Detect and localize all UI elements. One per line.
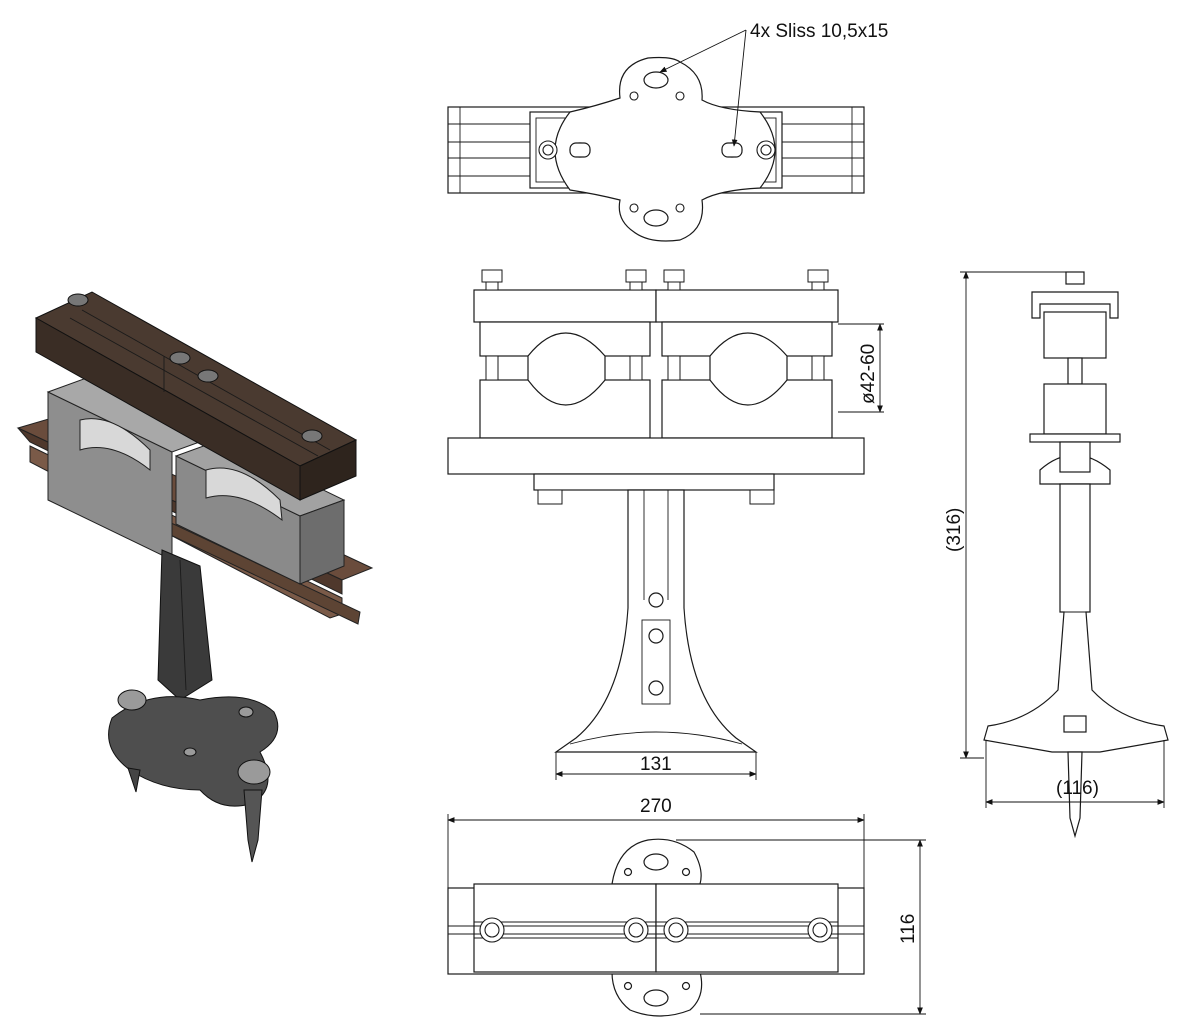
clamp-range-dimension: ø42-60 bbox=[858, 344, 879, 404]
slot-icon bbox=[643, 989, 669, 1007]
slot-icon bbox=[643, 853, 669, 871]
base-bolt-icon bbox=[117, 689, 271, 785]
bolt-icon bbox=[538, 91, 776, 213]
bolt-icon bbox=[67, 293, 323, 443]
side-post bbox=[983, 483, 1169, 753]
top-cover-side bbox=[299, 439, 357, 501]
front-view: 131 ø42-60 bbox=[447, 269, 884, 780]
clamp-side-right bbox=[299, 499, 345, 585]
clamp-bore bbox=[527, 332, 606, 406]
clamp-saddle-left bbox=[79, 418, 151, 472]
total-length-dimension: 270 bbox=[640, 796, 672, 817]
bolt-icon bbox=[537, 489, 775, 505]
total-height-dimension: (316) bbox=[944, 508, 965, 552]
ground-spike bbox=[243, 789, 263, 863]
post bbox=[157, 549, 213, 701]
side-view: (316) (116) bbox=[944, 271, 1169, 839]
post bbox=[554, 489, 758, 753]
side-width-dimension: (116) bbox=[1056, 778, 1099, 799]
slot-annotation: 4x Sliss 10,5x15 bbox=[750, 21, 888, 42]
clamp-saddle-right bbox=[205, 467, 283, 522]
plan-width-dimension: 116 bbox=[898, 914, 919, 944]
ground-spike-2 bbox=[127, 767, 141, 793]
isometric-view bbox=[16, 291, 374, 863]
clamp-bore bbox=[709, 332, 788, 406]
bolt-icon bbox=[479, 917, 833, 943]
slot-icon bbox=[643, 71, 669, 89]
slot-icon bbox=[643, 209, 669, 227]
top-view: 4x Sliss 10,5x15 bbox=[447, 21, 888, 242]
bottom-view: 270 116 bbox=[447, 796, 926, 1017]
base-width-dimension: 131 bbox=[640, 754, 672, 775]
bolt-icon bbox=[481, 269, 829, 291]
